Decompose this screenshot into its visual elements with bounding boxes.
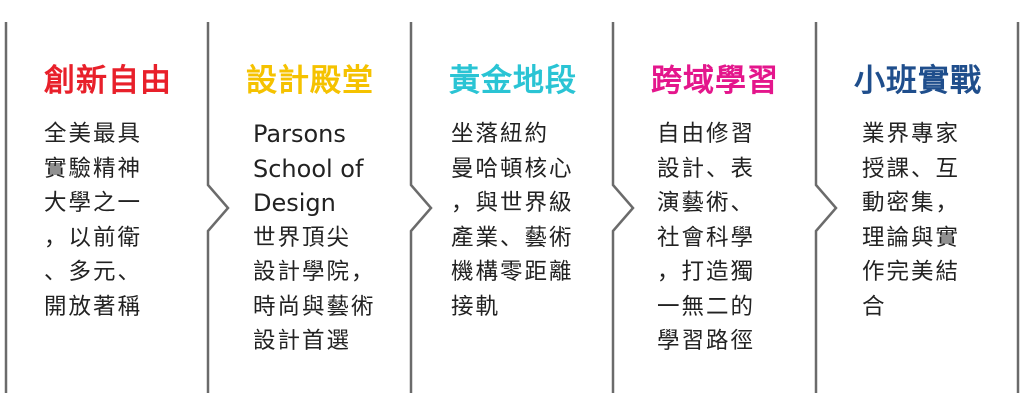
body-line: ，與世界級	[451, 190, 574, 216]
chevron-divider-3	[611, 22, 635, 393]
body-line: 實驗精神	[44, 155, 143, 182]
body-line: 業界專家	[862, 121, 961, 147]
column-golden-location: 黃金地段 坐落紐約 曼哈頓核心 ，與世界級 產業、藝術 機構零距離 接軌	[413, 0, 613, 401]
body-line: 時尚與藝術	[253, 293, 376, 320]
body-line: 接軌	[451, 293, 501, 320]
body-line: 作完美結	[862, 259, 961, 285]
column-title: 創新自由	[44, 63, 172, 99]
body-line: 設計學院，	[253, 259, 376, 285]
body-line: 演藝術、	[657, 190, 756, 216]
chevron-divider-1	[206, 22, 230, 393]
column-body: 坐落紐約 曼哈頓核心 ，與世界級 產業、藝術 機構零距離 接軌	[451, 117, 574, 324]
column-body: 自由修習 設計、表 演藝術、 社會科學 ，打造獨 一無二的 學習路徑	[657, 117, 755, 359]
column-small-class-practice: 小班實戰 業界專家 授課、互 動密集， 理論與實 作完美結 合	[818, 0, 1018, 401]
body-line: 開放著稱	[44, 293, 143, 320]
body-line: 、多元、	[44, 259, 143, 285]
body-line: 自由修習	[657, 121, 756, 147]
column-body: Parsons School of Design 世界頂尖 設計學院， 時尚與藝…	[253, 117, 376, 359]
body-line: 全美最具	[44, 121, 143, 147]
column-body: 全美最具 實驗精神 大學之一 ，以前衛 、多元、 開放著稱	[44, 117, 142, 324]
body-line: 機構零距離	[451, 259, 574, 285]
column-title: 黃金地段	[449, 63, 577, 99]
chevron-divider-2	[409, 22, 433, 393]
body-line: ，以前衛	[44, 224, 143, 251]
column-innovation-freedom: 創新自由 全美最具 實驗精神 大學之一 ，以前衛 、多元、 開放著稱	[8, 0, 208, 401]
column-title: 設計殿堂	[246, 63, 374, 99]
body-line: 學習路徑	[657, 328, 756, 354]
body-line: 授課、互	[862, 155, 961, 182]
body-line: 產業、藝術	[451, 224, 574, 251]
body-line: 曼哈頓核心	[451, 155, 574, 182]
body-line: 坐落紐約	[451, 121, 550, 147]
column-title: 小班實戰	[854, 63, 982, 99]
body-line: 動密集，	[862, 190, 961, 216]
body-line: 設計、表	[657, 155, 756, 182]
column-title: 跨域學習	[651, 63, 779, 99]
column-cross-domain-learning: 跨域學習 自由修習 設計、表 演藝術、 社會科學 ，打造獨 一無二的 學習路徑	[615, 0, 815, 401]
body-line: 合	[862, 293, 887, 320]
chevron-divider-4	[814, 22, 838, 393]
body-line: ，打造獨	[657, 259, 756, 285]
column-body: 業界專家 授課、互 動密集， 理論與實 作完美結 合	[862, 117, 960, 324]
body-line: 大學之一	[44, 190, 143, 216]
body-line: School of	[253, 154, 364, 183]
body-line: 社會科學	[657, 224, 756, 251]
body-line: Parsons	[253, 120, 346, 148]
body-line: Design	[253, 189, 336, 217]
body-line: 一無二的	[657, 293, 756, 320]
body-line: 世界頂尖	[253, 224, 352, 251]
column-design-hall: 設計殿堂 Parsons School of Design 世界頂尖 設計學院，…	[210, 0, 410, 401]
body-line: 設計首選	[253, 328, 352, 354]
body-line: 理論與實	[862, 224, 961, 251]
